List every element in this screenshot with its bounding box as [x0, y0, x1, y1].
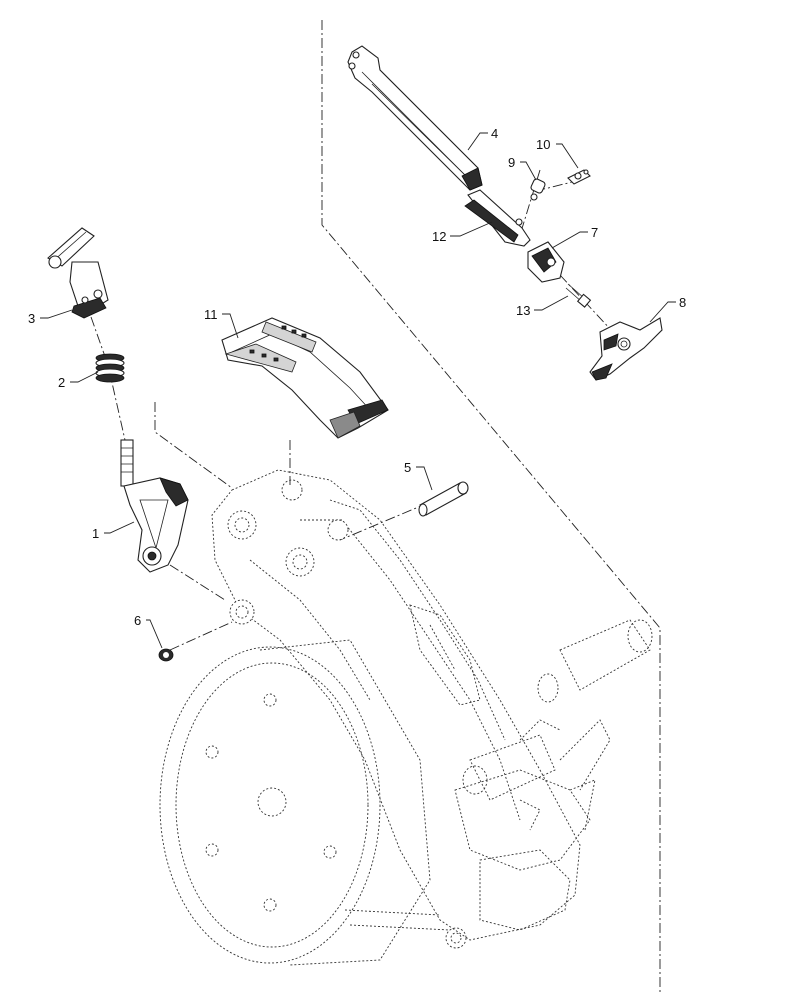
callout-7: 7 [591, 225, 598, 240]
spring-part-2 [95, 353, 125, 383]
upper-assembly-frame-line [321, 20, 661, 995]
callout-10: 10 [536, 137, 550, 152]
leader-3 [40, 309, 73, 319]
leader-11 [222, 313, 239, 339]
leader-5 [416, 466, 433, 491]
callout-5: 5 [404, 460, 411, 475]
leader-4 [467, 132, 488, 151]
callout-3: 3 [28, 311, 35, 326]
t-handle-part-3 [47, 227, 109, 319]
callout-4: 4 [491, 126, 498, 141]
link-arm-part-4 [347, 45, 483, 191]
leader-lines [40, 132, 676, 649]
leader-9 [520, 161, 537, 181]
leader-10 [556, 143, 579, 169]
callout-2: 2 [58, 375, 65, 390]
washer-part-6 [158, 648, 174, 662]
callout-8: 8 [679, 295, 686, 310]
arm-part-1 [120, 439, 189, 573]
callout-11: 11 [204, 307, 218, 322]
pin-part-9 [530, 178, 546, 201]
leader-7 [551, 231, 588, 249]
gauge-wheel-outer [159, 646, 381, 964]
leader-8 [649, 301, 676, 323]
leader-13 [534, 295, 569, 311]
leader-12 [450, 221, 493, 237]
pin-to-body-line [339, 502, 429, 541]
row-unit-body [159, 469, 653, 966]
pin-part-5 [418, 481, 469, 517]
bracket-plate-part-12 [464, 189, 531, 247]
leader-1 [104, 521, 135, 534]
leader-2 [70, 371, 99, 383]
callout-6: 6 [134, 613, 141, 628]
callout-13: 13 [516, 303, 530, 318]
leader-6 [146, 619, 163, 649]
clip-part-10 [567, 169, 591, 185]
lower-assembly-frame-line [154, 402, 233, 489]
callout-9: 9 [508, 155, 515, 170]
lever-part-8 [589, 317, 663, 381]
callout-labels: 1 2 3 4 5 6 7 8 9 10 11 12 13 [28, 126, 686, 628]
block-part-7 [527, 241, 565, 283]
pin-axis-line [519, 169, 541, 236]
depth-pad-part-11 [221, 317, 389, 439]
callout-12: 12 [432, 229, 446, 244]
callout-1: 1 [92, 526, 99, 541]
arm-to-body-line [169, 564, 226, 601]
bolt-part-13 [565, 283, 592, 308]
washer-to-body-line [169, 621, 233, 651]
